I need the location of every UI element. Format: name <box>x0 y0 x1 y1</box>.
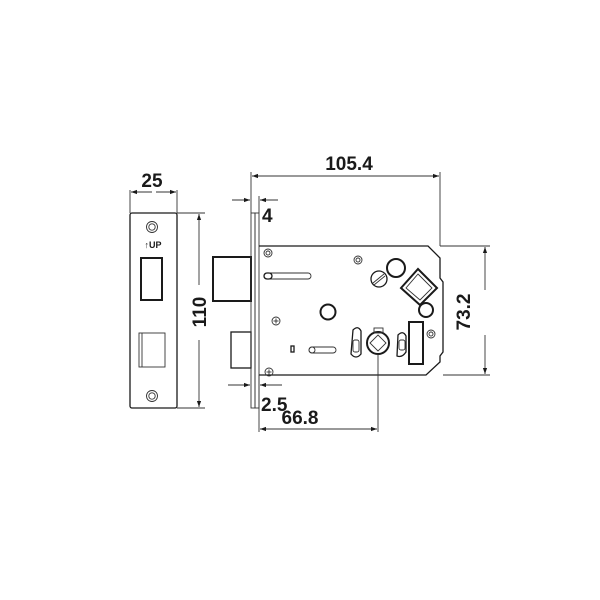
faceplate-side <box>250 212 256 409</box>
cam-left <box>350 327 362 358</box>
screw-icon <box>264 367 274 377</box>
dimension-case-depth: 105.4 <box>250 154 441 246</box>
dimension-backset-offset: 2.5 <box>228 382 288 416</box>
faceplate-front-view: ↑UP <box>129 212 178 409</box>
cylinder-diamond <box>399 267 439 307</box>
lock-case <box>259 245 444 376</box>
dimension-backset: 66.8 <box>258 354 379 432</box>
dimension-case-height: 73.2 <box>440 245 490 376</box>
bolt-opening <box>140 257 163 301</box>
svg-text:110: 110 <box>190 297 211 328</box>
stop-block <box>408 321 424 365</box>
up-label: ↑UP <box>144 240 161 250</box>
screw-icon <box>353 255 363 265</box>
faceplate-outline <box>129 212 178 409</box>
latch <box>230 331 252 369</box>
screw-icon <box>271 316 281 326</box>
screw-hole-icon <box>146 390 158 402</box>
slot <box>308 346 337 354</box>
lock-body-side-view <box>212 212 444 409</box>
svg-text:4: 4 <box>262 206 273 227</box>
svg-text:25: 25 <box>141 171 163 192</box>
screw-hole-icon <box>146 221 158 233</box>
svg-text:105.4: 105.4 <box>325 154 373 175</box>
svg-text:2.5: 2.5 <box>261 395 288 416</box>
svg-text:73.2: 73.2 <box>454 294 475 331</box>
screw-icon <box>263 248 273 258</box>
latch-opening <box>138 332 166 368</box>
dimension-faceplate-height: 110 <box>177 212 211 409</box>
screw-icon <box>426 329 436 339</box>
deadbolt <box>212 256 252 302</box>
svg-text:66.8: 66.8 <box>282 408 319 429</box>
follower-icon <box>366 327 390 355</box>
slotted-screw-icon <box>370 270 388 288</box>
dimension-faceplate-width: 25 <box>129 171 178 213</box>
cam-right <box>396 332 407 358</box>
hole <box>319 303 337 321</box>
dimension-faceplate-thickness: 4 <box>232 196 278 227</box>
